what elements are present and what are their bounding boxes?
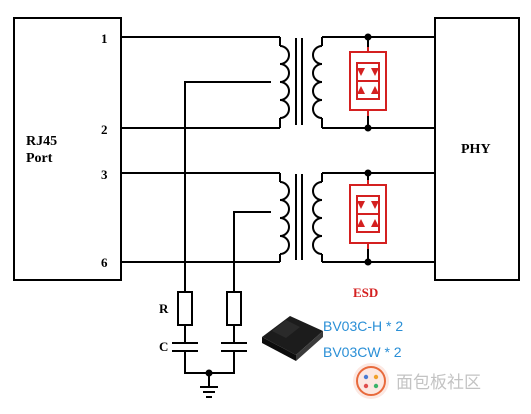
- part-number-2: BV03CW * 2: [323, 344, 402, 360]
- watermark-logo-icon: [353, 363, 389, 399]
- phy-label: PHY: [461, 142, 491, 157]
- phy-block: [434, 17, 520, 281]
- part-number-1: BV03C-H * 2: [323, 318, 403, 334]
- transformer-bottom: [233, 173, 323, 292]
- pin-2-label: 2: [101, 122, 108, 137]
- pin-3-label: 3: [101, 167, 108, 182]
- signal-lines: [121, 36, 435, 263]
- junction-dots: [205, 33, 372, 377]
- rj45-label-line1: RJ45: [26, 134, 57, 149]
- transformer-top: [184, 37, 323, 292]
- ground-icon: [200, 373, 218, 398]
- capacitor-1: [172, 342, 198, 352]
- smd-package-icon: [262, 316, 323, 361]
- esd-label: ESD: [353, 285, 378, 300]
- pin-6-label: 6: [101, 255, 108, 270]
- capacitor-label: C: [159, 339, 168, 354]
- esd-device-bottom: [349, 180, 387, 249]
- pin-1-label: 1: [101, 31, 108, 46]
- resistor-2: [226, 291, 242, 326]
- rj45-label-line2: Port: [26, 151, 53, 166]
- capacitor-2: [221, 342, 247, 352]
- watermark-text: 面包板社区: [396, 373, 481, 392]
- rj45-port-block: [13, 17, 122, 281]
- resistor-label: R: [159, 301, 169, 316]
- resistor-1: [177, 291, 193, 326]
- esd-device-top: [349, 47, 387, 116]
